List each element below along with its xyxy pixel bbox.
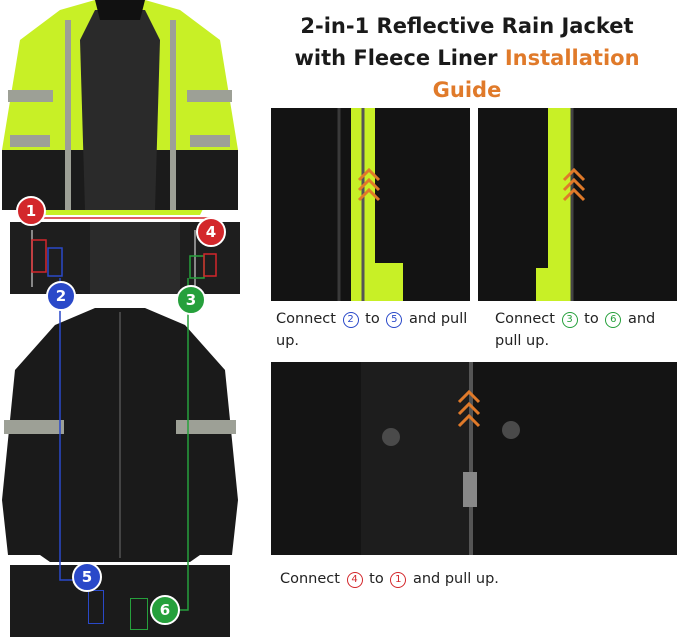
fleece-hem-closeup [10,565,230,637]
zipper-5-highlight [88,590,104,624]
step2-caption: Connect 3 to 6 and pull up. [495,308,675,352]
step1-num-a: 2 [342,312,359,328]
step3-photo [271,362,677,555]
step3-num-a: 4 [346,572,363,588]
step2-text-pre: Connect [495,311,560,327]
step3-text-pre: Connect [280,571,345,587]
step3-text-mid: to [364,571,389,587]
step3-num-b: 1 [390,572,407,588]
step3-caption: Connect 4 to 1 and pull up. [280,568,670,590]
connector-lines [29,210,211,611]
zipper-6-highlight [130,598,148,630]
callout-2: 2 [46,281,76,311]
step2-text-post: and pull up. [495,311,656,349]
step1-text-mid: to [360,311,385,327]
step3-text-post: and pull up. [408,571,499,587]
step1-text-pre: Connect [276,311,341,327]
callout-3: 3 [176,285,206,315]
callout-1: 1 [16,196,46,226]
rain-jacket-image [0,0,240,225]
guide-title: 2-in-1 Reflective Rain Jacket with Fleec… [262,10,672,106]
step1-text-post: and pull up. [276,311,468,349]
step2-num-b: 6 [605,312,622,328]
callout-5: 5 [72,562,102,592]
step1-caption: Connect 2 to 5 and pull up. [276,308,472,352]
step1-num-b: 5 [386,312,403,328]
title-line-2-prefix: with Fleece Liner [294,46,505,70]
title-line-1: 2-in-1 Reflective Rain Jacket [300,14,634,38]
step2-num-a: 3 [561,312,578,328]
fleece-liner-image [0,300,240,565]
step2-text-mid: to [579,311,604,327]
title-accent: Installation Guide [432,46,640,102]
step1-photo [271,108,470,301]
title-line-2: with Fleece Liner Installation Guide [262,42,672,106]
callout-4: 4 [196,217,226,247]
callout-6: 6 [150,595,180,625]
step2-photo [478,108,677,301]
